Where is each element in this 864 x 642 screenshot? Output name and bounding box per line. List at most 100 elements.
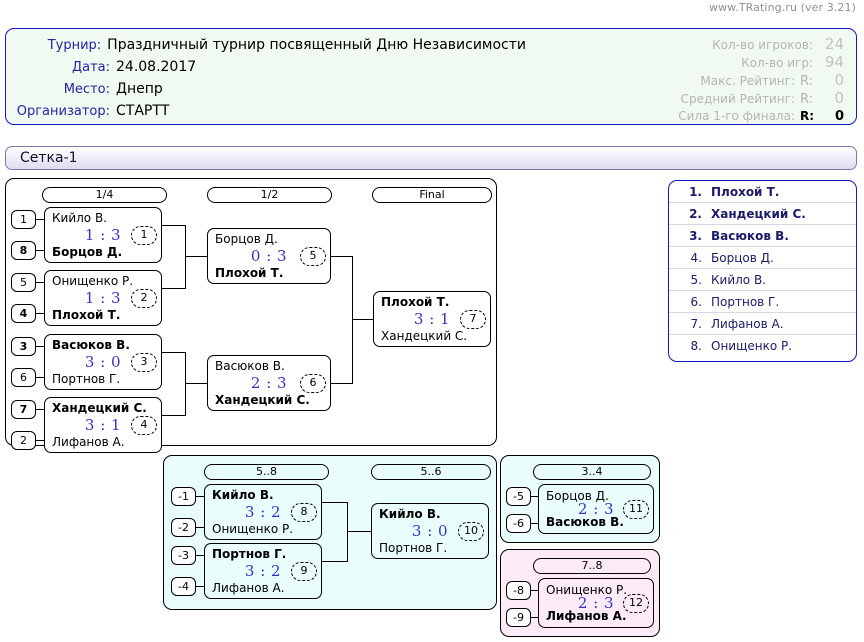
match-qf1-player-bottom: Борцов Д. [52,245,123,259]
standings-row-4[interactable]: 4. Борцов Д. [669,247,856,269]
match-qf1-score-left: 1 [84,226,95,244]
standings-name-3: Васюков В. [711,228,789,243]
seed-stub-c2-bot [196,586,204,588]
standings-row-3[interactable]: 3. Васюков В. [669,225,856,247]
match-c3-score: 3 : 0 [411,522,449,540]
stat-label-max-rating: Макс. Рейтинг: [700,74,795,88]
match-box-final[interactable]: Плохой Т. 3 : 1 Хандецкий С. 7 [373,291,491,347]
match-sf2-score-left: 2 [250,374,261,392]
stat-label-players: Кол-во игроков: [712,38,813,52]
tournament-info-fields: Турнир: Праздничный турнир посвященный Д… [6,34,526,122]
seed-stub-qf2-top [36,282,44,284]
match-qf4-score-left: 3 [84,416,95,434]
match-qf1-number: 1 [131,226,157,245]
match-box-qf4[interactable]: Хандецкий С. 3 : 1 Лифанов А. 4 [44,397,162,453]
info-label-place: Место: [63,82,110,97]
match-qf4-score: 3 : 1 [84,416,122,434]
section-header-bracket-1[interactable]: Сетка-1 [5,146,857,170]
match-c5-number: 12 [623,594,649,613]
standings-row-7[interactable]: 7. Лифанов А. [669,313,856,335]
match-c4-score-right: 3 [604,500,615,518]
connector-qf2-out [162,288,186,290]
match-box-c4[interactable]: Борцов Д. 2 : 3 Васюков В. 11 [538,484,654,534]
match-box-sf2[interactable]: Васюков В. 2 : 3 Хандецкий С. 6 [207,355,331,411]
match-box-c1[interactable]: Кийло В. 3 : 2 Онищенко Р. 8 [204,484,322,540]
round-header-quarter: 1/4 [42,187,167,203]
seed-stub-qf3-bot [36,377,44,379]
standings-row-6[interactable]: 6. Портнов Г. [669,291,856,313]
round-header-5-6: 5..6 [371,464,491,480]
stat-label-final-strength: Сила 1-го финала: [678,109,795,123]
match-c3-player-bottom: Портнов Г. [379,541,448,555]
match-c1-score-right: 2 [271,503,282,521]
match-c3-score-right: 0 [438,522,449,540]
match-qf4-player-top: Хандецкий С. [52,401,147,415]
round-header-7-8: 7..8 [533,558,651,574]
match-qf4-number: 4 [131,416,157,435]
seed-chip-c2-top: -3 [171,546,196,565]
match-c1-score-left: 3 [244,503,255,521]
seed-stub-qf1-bot [36,250,44,252]
seed-stub-qf3-top [36,346,44,348]
match-final-score: 3 : 1 [413,310,451,328]
connector-sf2-out [331,383,353,385]
info-row-organizer: Организатор: СТАРТТ [6,100,526,122]
standings-row-8[interactable]: 8. Онищенко Р. [669,335,856,357]
match-final-number: 7 [460,310,486,329]
match-sf2-player-top: Васюков В. [215,359,285,373]
match-box-c3[interactable]: Кийло В. 3 : 0 Портнов Г. 10 [371,503,489,559]
match-c4-player-bottom: Васюков В. [546,515,624,529]
stat-row-avg-rating: Средний Рейтинг: R: 0 [534,89,844,107]
seed-chip-qf3-top: 3 [11,337,36,356]
seed-chip-c4-bot: -6 [506,514,531,533]
standings-name-1: Плохой Т. [711,184,780,199]
seed-chip-qf4-top: 7 [11,400,36,419]
match-box-sf1[interactable]: Борцов Д. 0 : 3 Плохой Т. 5 [207,228,331,284]
stat-row-games: Кол-во игр: 94 [534,53,844,71]
match-box-c2[interactable]: Портнов Г. 3 : 2 Лифанов А. 9 [204,543,322,599]
stat-label-avg-rating: Средний Рейтинг: [680,92,795,106]
standings-position-8: 8. [690,339,702,353]
info-row-date: Дата: 24.08.2017 [6,56,526,78]
match-box-c5[interactable]: Онищенко Р. 2 : 3 Лифанов А. 12 [538,578,654,628]
match-c3-player-top: Кийло В. [379,507,441,521]
standings-position-4: 4. [690,250,702,265]
stat-row-final-strength: Сила 1-го финала: R: 0 [534,107,844,125]
standings-row-5[interactable]: 5. Кийло В. [669,269,856,291]
match-qf1-player-top: Кийло В. [52,211,107,225]
standings-position-3: 3. [689,228,702,243]
match-qf2-score-left: 1 [84,289,95,307]
standings-row-1[interactable]: 1. Плохой Т. [669,181,856,203]
standings-position-7: 7. [690,316,702,331]
match-box-qf2[interactable]: Онищенко Р. 1 : 3 Плохой Т. 2 [44,270,162,326]
standings-row-2[interactable]: 2. Хандецкий С. [669,203,856,225]
match-qf3-score-left: 3 [84,353,95,371]
connector-sf1-out [331,256,353,258]
match-qf2-score: 1 : 3 [84,289,122,307]
match-qf3-player-top: Васюков В. [52,338,130,352]
section-title: Сетка-1 [20,150,78,166]
match-final-player-bottom: Хандецкий С. [381,329,468,343]
seed-chip-qf1-bot: 8 [11,241,36,260]
match-qf2-number: 2 [131,289,157,308]
stat-prefix-final-strength: R: [800,109,815,123]
seed-chip-c5-bot: -9 [506,608,531,627]
match-c4-score: 2 : 3 [577,500,615,518]
site-watermark: www.TRating.ru (ver 3.21) [708,1,856,14]
stat-value-games: 94 [824,53,844,71]
match-box-qf3[interactable]: Васюков В. 3 : 0 Портнов Г. 3 [44,334,162,390]
match-c4-score-left: 2 [577,500,588,518]
match-c2-player-top: Портнов Г. [212,547,287,561]
consolation-5-8-panel: 5..8 5..6 -1 -2 Кийло В. 3 : 2 Онищенко … [163,455,497,610]
placement-3-4-panel: 3..4 -5 -6 Борцов Д. 2 : 3 Васюков В. 11 [500,455,660,543]
match-box-qf1[interactable]: Кийло В. 1 : 3 Борцов Д. 1 [44,207,162,263]
match-c5-player-top: Онищенко Р. [546,583,628,597]
seed-chip-qf4-bot: 2 [11,431,36,450]
seed-stub-qf4-top [36,409,44,411]
final-standings-panel: 1. Плохой Т. 2. Хандецкий С. 3. Васюков … [668,180,857,362]
info-value-date: 24.08.2017 [116,59,197,75]
stat-value-players: 24 [824,35,844,53]
seed-chip-qf1-top: 1 [11,210,36,229]
round-header-5-8: 5..8 [204,464,329,480]
standings-name-6: Портнов Г. [711,294,780,309]
